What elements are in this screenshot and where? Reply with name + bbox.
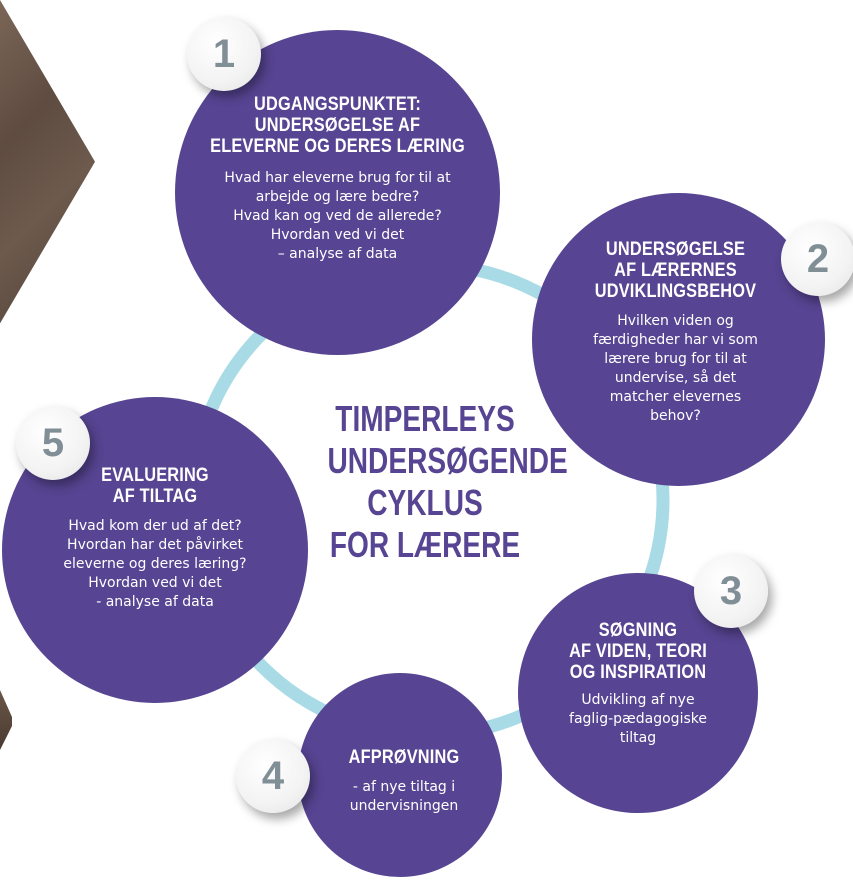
- step-5-body: Hvad kom der ud af det? Hvordan har det …: [63, 518, 247, 610]
- step-2-circle: UNDERSØGELSE AF LÆRERNES UDVIKLINGSBEHOV…: [532, 193, 825, 486]
- step-4-body: - af nye tiltag i undervisningen: [349, 779, 459, 814]
- step-2-number-badge: 2: [781, 222, 853, 296]
- step-4-title: AFPRØVNING: [348, 747, 460, 768]
- step-5-number-badge: 5: [16, 406, 90, 480]
- step-2-body: Hvilken viden og færdigheder har vi som …: [593, 313, 758, 424]
- cycle-center-title: TIMPERLEYS UNDERSØGENDE CYKLUS FOR LÆRER…: [327, 398, 568, 565]
- step-3-number-badge: 3: [694, 554, 768, 628]
- step-3-body: Udvikling af nye faglig-pædagogiske tilt…: [569, 692, 707, 746]
- step-4-circle: AFPRØVNING - af nye tiltag i undervisnin…: [298, 673, 502, 877]
- step-1-title: UDGANGSPUNKTET: UNDERSØGELSE AF ELEVERNE…: [210, 94, 465, 157]
- step-3-title: SØGNING AF VIDEN, TEORI OG INSPIRATION: [569, 620, 707, 683]
- step-2-title: UNDERSØGELSE AF LÆRERNES UDVIKLINGSBEHOV: [594, 239, 757, 302]
- step-1-body: Hvad har eleverne brug for til at arbejd…: [224, 170, 451, 262]
- step-5-title: EVALUERING AF TILTAG: [101, 465, 209, 507]
- step-4-number-badge: 4: [236, 739, 310, 813]
- step-1-number-badge: 1: [187, 17, 261, 91]
